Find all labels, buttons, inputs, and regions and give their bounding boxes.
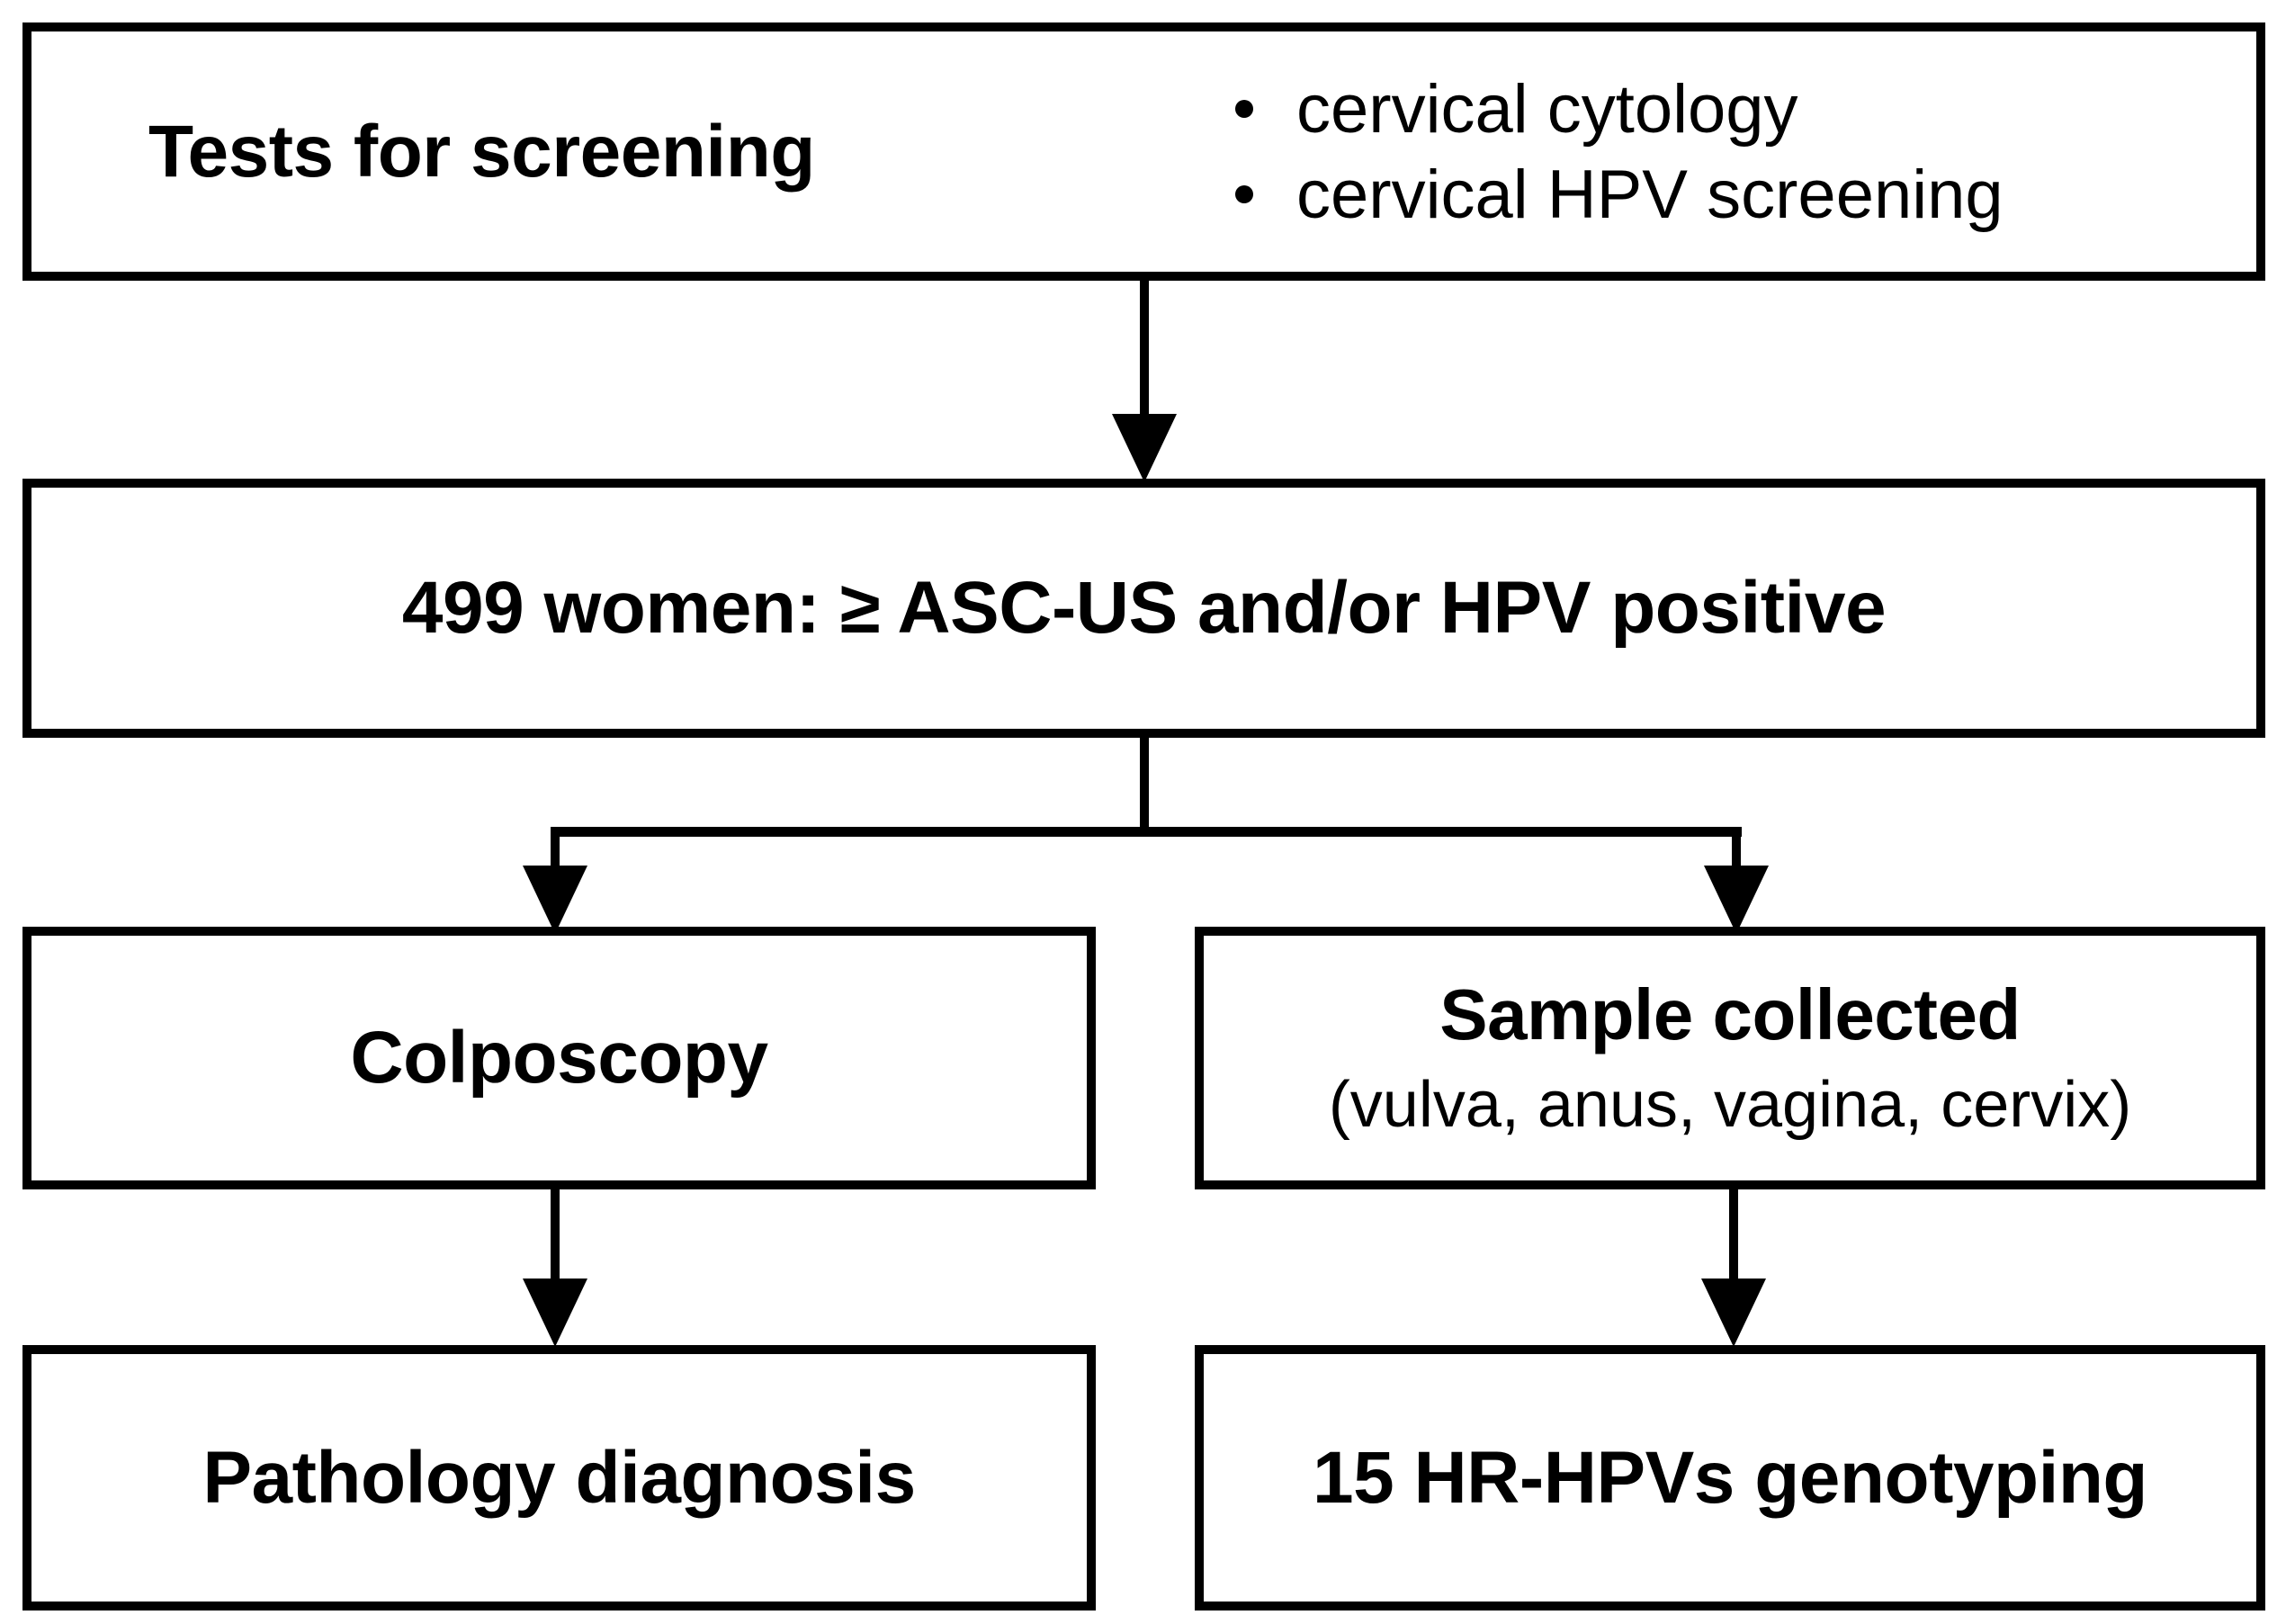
edge-fork-stem [1140, 738, 1149, 832]
node-hpv-genotyping: 15 HR-HPVs genotyping [1195, 1345, 2265, 1611]
node-enrolled-women: 499 women: ≥ ASC-US and/or HPV positive [22, 479, 2265, 738]
node-enrolled-label: 499 women: ≥ ASC-US and/or HPV positive [401, 567, 1887, 649]
bullet-label-cervical-hpv-screening: cervical HPV screening [1296, 156, 2004, 233]
node-colposcopy: Colposcopy [22, 927, 1096, 1189]
list-item: cervical cytology [1219, 67, 2004, 152]
node-sample-label: Sample collected [1439, 974, 2021, 1055]
node-sample-collected: Sample collected (vulva, anus, vagina, c… [1195, 927, 2265, 1189]
edge-colposcopy-to-pathology-line [551, 1189, 560, 1296]
list-item: cervical HPV screening [1219, 152, 2004, 238]
edge-tests-to-enrolled-arrowhead [1112, 414, 1177, 482]
edge-fork-right-arrowhead [1704, 866, 1769, 934]
node-tests-for-screening: Tests for screening cervical cytology ce… [22, 22, 2265, 281]
node-pathology-label: Pathology diagnosis [202, 1436, 916, 1519]
node-genotyping-label: 15 HR-HPVs genotyping [1312, 1436, 2148, 1519]
edge-colposcopy-to-pathology-arrowhead [523, 1279, 587, 1347]
node-tests-label: Tests for screening [148, 110, 815, 193]
bullet-label-cervical-cytology: cervical cytology [1296, 70, 1798, 148]
node-sample-sublabel: (vulva, anus, vagina, cervix) [1328, 1068, 2132, 1141]
tests-bullet-list: cervical cytology cervical HPV screening [1219, 67, 2004, 238]
edge-tests-to-enrolled-line [1140, 281, 1149, 429]
edge-sample-to-genotyping-line [1729, 1189, 1738, 1296]
node-pathology-diagnosis: Pathology diagnosis [22, 1345, 1096, 1611]
edge-fork-crossbar [551, 827, 1742, 837]
edge-fork-left-line [551, 827, 560, 883]
edge-fork-right-line [1732, 827, 1741, 883]
node-colposcopy-label: Colposcopy [350, 1017, 768, 1099]
edge-sample-to-genotyping-arrowhead [1701, 1279, 1766, 1347]
edge-fork-left-arrowhead [523, 866, 587, 934]
